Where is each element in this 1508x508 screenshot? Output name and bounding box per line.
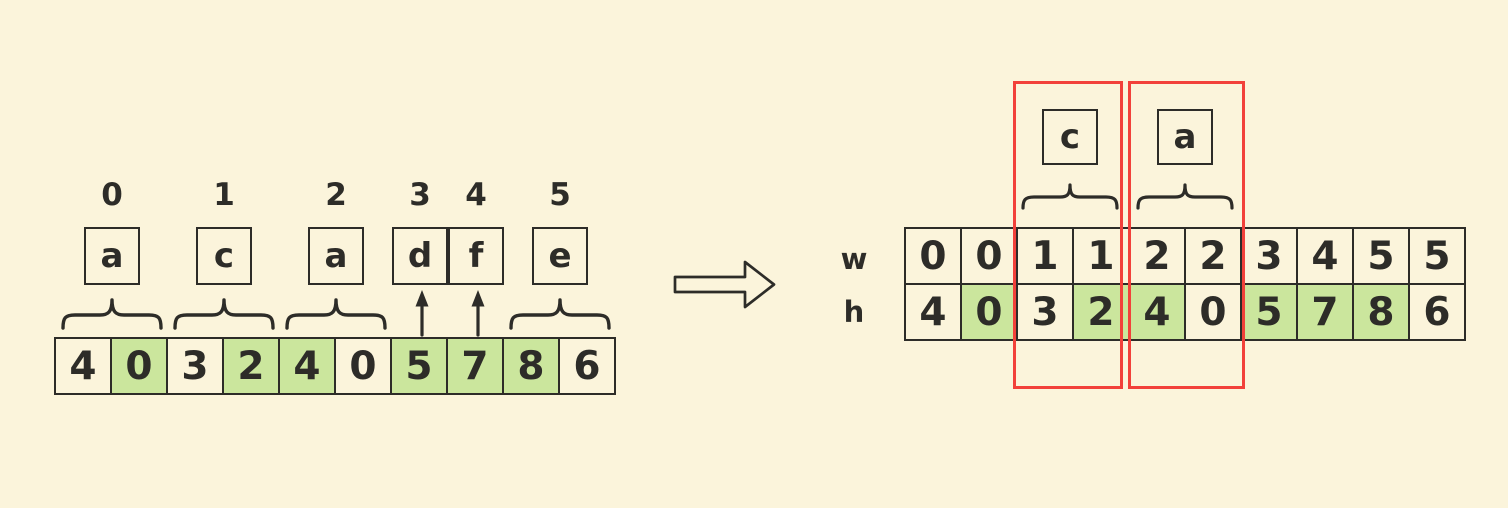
index-label: 4: [465, 177, 487, 213]
w-cell: 3: [1241, 228, 1297, 284]
brace-icon: [173, 298, 275, 330]
w-cell: 2: [1185, 228, 1241, 284]
red-highlight-box: [1013, 81, 1123, 389]
brace-icon: [61, 298, 163, 330]
w-cell: 1: [1073, 228, 1129, 284]
h-cell: 0: [961, 284, 1017, 340]
letter-box: f: [448, 227, 504, 285]
index-label: 5: [549, 177, 571, 213]
w-cell: 0: [961, 228, 1017, 284]
letter-box: a: [1157, 109, 1213, 165]
h-cell: 8: [1353, 284, 1409, 340]
w-cell: 5: [1409, 228, 1465, 284]
letter-box: c: [1042, 109, 1098, 165]
brace-icon: [1136, 183, 1234, 210]
letter-box: e: [532, 227, 588, 285]
transform-arrow-icon: [673, 260, 776, 309]
h-cell: 3: [1017, 284, 1073, 340]
w-cell: 2: [1129, 228, 1185, 284]
array-cell: 4: [279, 338, 335, 394]
w-cell: 0: [905, 228, 961, 284]
array-cell: 7: [447, 338, 503, 394]
array-cell: 6: [559, 338, 615, 394]
letter-box: d: [392, 227, 448, 285]
brace-icon: [285, 298, 387, 330]
w-cell: 5: [1353, 228, 1409, 284]
up-arrow-icon: [471, 290, 485, 337]
brace-icon: [1021, 183, 1119, 210]
h-cell: 6: [1409, 284, 1465, 340]
h-cell: 4: [1129, 284, 1185, 340]
h-cell: 5: [1241, 284, 1297, 340]
array-cell: 2: [223, 338, 279, 394]
h-cell: 0: [1185, 284, 1241, 340]
array-cell: 5: [391, 338, 447, 394]
row-label-h: h: [843, 295, 865, 329]
w-cell: 4: [1297, 228, 1353, 284]
index-label: 2: [325, 177, 347, 213]
left-panel: 0 1 2 3 4 5 a c a d f e: [0, 0, 680, 508]
red-highlight-box: [1128, 81, 1245, 389]
array-cell: 0: [335, 338, 391, 394]
up-arrow-icon: [415, 290, 429, 337]
array-cell: 0: [111, 338, 167, 394]
letter-box: c: [196, 227, 252, 285]
array-cell: 8: [503, 338, 559, 394]
values-array: 4 0 3 2 4 0 5 7 8 6: [54, 337, 616, 395]
h-cell: 7: [1297, 284, 1353, 340]
index-label: 1: [213, 177, 235, 213]
letter-box: a: [84, 227, 140, 285]
brace-icon: [509, 298, 611, 330]
right-panel: c a w h 0 0 1 1 2 2 3 4 5 5 4 0 3 2 4: [820, 0, 1508, 508]
letter-box: a: [308, 227, 364, 285]
wh-table: 0 0 1 1 2 2 3 4 5 5 4 0 3 2 4 0 5 7 8 6: [904, 227, 1466, 341]
h-cell: 4: [905, 284, 961, 340]
row-label-w: w: [840, 242, 868, 276]
w-cell: 1: [1017, 228, 1073, 284]
array-cell: 3: [167, 338, 223, 394]
index-label: 0: [101, 177, 123, 213]
array-cell: 4: [55, 338, 111, 394]
index-label: 3: [409, 177, 431, 213]
